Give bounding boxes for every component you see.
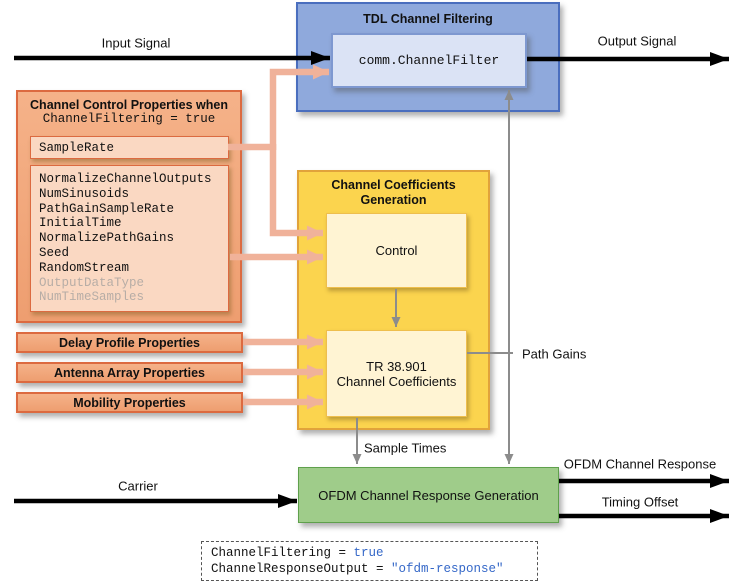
code-key: ChannelResponseOutput = <box>211 562 392 576</box>
property-item: Seed <box>39 245 70 260</box>
antenna-array-properties-bar: Antenna Array Properties <box>16 362 243 383</box>
path-gains-label: Path Gains <box>522 346 587 362</box>
channel-coefficients-title-line1: Channel Coefficients <box>331 178 456 192</box>
property-item: RandomStream <box>39 260 130 275</box>
property-item: NormalizeChannelOutputs <box>39 172 212 186</box>
channel-control-properties-title: Channel Control Properties when <box>30 98 228 112</box>
property-item: NormalizePathGains <box>39 231 175 246</box>
carrier-label: Carrier <box>118 478 158 494</box>
delay-profile-properties-bar: Delay Profile Properties <box>16 332 243 353</box>
control-label: Control <box>375 243 418 258</box>
output-signal-label: Output Signal <box>597 33 677 49</box>
code-settings-box: ChannelFiltering = true ChannelResponseO… <box>201 541 538 581</box>
property-item: NumSinusoids <box>39 186 130 201</box>
code-value-ofdm-response: "ofdm-response" <box>391 562 504 576</box>
mobility-properties-bar: Mobility Properties <box>16 392 243 413</box>
timing-offset-label: Timing Offset <box>601 494 679 510</box>
code-line-channelresponseoutput: ChannelResponseOutput = "ofdm-response" <box>211 561 528 577</box>
samplerate-label: SampleRate <box>39 141 115 155</box>
channel-control-properties-condition: ChannelFiltering = true <box>42 112 216 126</box>
samplerate-box: SampleRate <box>30 136 229 159</box>
property-item-inactive: NumTimeSamples <box>39 290 145 305</box>
property-item-inactive: OutputDataType <box>39 275 145 290</box>
tr38901-label-line1: TR 38.901 <box>366 358 427 374</box>
control-properties-list: NormalizeChannelOutputs NumSinusoids Pat… <box>30 165 229 312</box>
delay-profile-properties-label: Delay Profile Properties <box>58 335 201 350</box>
code-value-true: true <box>353 546 384 560</box>
ofdm-channel-response-generation-box: OFDM Channel Response Generation <box>298 467 559 523</box>
tr38901-label-line2: Channel Coefficients <box>336 373 457 389</box>
comm-channelfilter-label: comm.ChannelFilter <box>358 53 500 68</box>
code-line-channelfiltering: ChannelFiltering = true <box>211 545 528 561</box>
property-item: InitialTime <box>39 216 122 231</box>
tdl-channel-filtering-title: TDL Channel Filtering <box>363 12 493 26</box>
sample-times-label: Sample Times <box>364 440 447 456</box>
ofdm-generation-label: OFDM Channel Response Generation <box>318 487 539 503</box>
code-key: ChannelFiltering = <box>211 546 354 560</box>
channel-coefficients-title-line2: Generation <box>360 193 427 207</box>
input-signal-label: Input Signal <box>101 35 171 51</box>
antenna-array-properties-label: Antenna Array Properties <box>54 365 205 380</box>
property-item: PathGainSampleRate <box>39 201 175 216</box>
mobility-properties-label: Mobility Properties <box>73 395 186 410</box>
ofdm-channel-response-label: OFDM Channel Response <box>563 456 717 472</box>
tr38901-channel-coefficients-box: TR 38.901 Channel Coefficients <box>326 330 467 417</box>
comm-channelfilter-box: comm.ChannelFilter <box>331 33 527 88</box>
control-box: Control <box>326 213 467 288</box>
